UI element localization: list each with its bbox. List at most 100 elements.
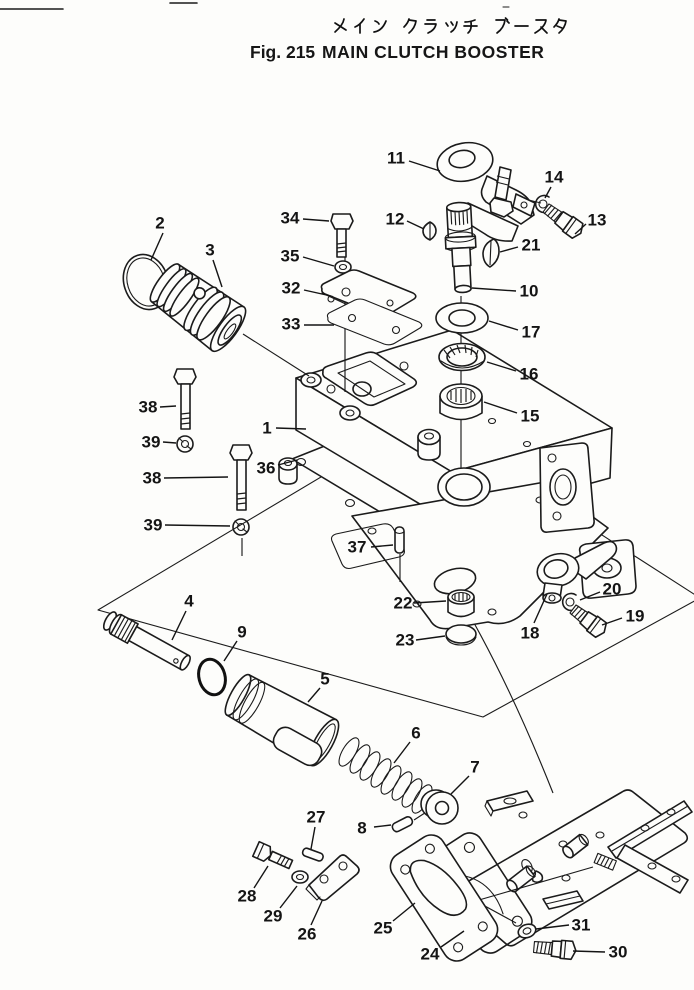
callout-label-22-22: 22 xyxy=(394,594,413,613)
callout-leader-34-2 xyxy=(302,218,330,222)
callout-label-10-11: 10 xyxy=(520,282,539,301)
clamp-lever-18 xyxy=(536,540,618,604)
callout-label-17-12: 17 xyxy=(522,323,541,342)
callout-label-37-21: 37 xyxy=(348,538,367,557)
callout-label-16-13: 16 xyxy=(520,365,539,384)
callout-leader-13-9 xyxy=(574,223,587,235)
callout-leader-36-16 xyxy=(277,459,298,466)
callout-leader-26-36 xyxy=(310,900,323,926)
callout-leader-30-40 xyxy=(572,950,606,953)
callout-leader-11-6 xyxy=(408,160,441,172)
bracket-tab-left xyxy=(484,790,534,817)
gasket-33 xyxy=(326,298,423,346)
callout-label-39-18: 39 xyxy=(142,433,161,452)
o-ring-9 xyxy=(197,657,227,697)
callout-leader-38-19 xyxy=(163,476,229,479)
callout-label-24-38: 24 xyxy=(421,945,440,964)
callout-leader-29-35 xyxy=(279,885,298,909)
callout-leader-5-29 xyxy=(307,687,321,703)
callout-label-19-26: 19 xyxy=(626,607,645,626)
callout-leader-12-7 xyxy=(406,220,425,230)
pin-37 xyxy=(394,526,405,554)
callout-label-33-5: 33 xyxy=(282,315,301,334)
callout-label-11-6: 11 xyxy=(387,149,405,168)
lock-washer-39-upper xyxy=(176,435,194,453)
bracket-26 xyxy=(305,854,360,902)
piston-3 xyxy=(149,263,247,353)
figure-title-english: MAIN CLUTCH BOOSTER xyxy=(322,42,544,62)
callout-label-9-28: 9 xyxy=(237,623,246,642)
bolt-34 xyxy=(330,213,354,258)
plug-12 xyxy=(422,221,437,241)
callout-label-21-10: 21 xyxy=(522,236,541,255)
callout-leader-28-34 xyxy=(253,865,269,889)
callout-leader-25-37 xyxy=(392,902,416,922)
callout-leader-10-11 xyxy=(471,287,517,292)
lock-washer-39-lower xyxy=(232,518,250,536)
bolt-19 xyxy=(569,604,608,639)
pin-27 xyxy=(301,847,324,862)
figure-number: Fig. 215 xyxy=(250,42,315,62)
callout-leader-23-23 xyxy=(415,635,446,641)
callout-leader-19-26 xyxy=(601,617,623,626)
callout-label-26-36: 26 xyxy=(298,925,317,944)
callout-label-27-33: 27 xyxy=(307,808,326,827)
callout-leader-16-13 xyxy=(486,361,517,372)
callout-label-15-14: 15 xyxy=(521,407,540,426)
washer-35 xyxy=(334,260,352,274)
callout-label-7-31: 7 xyxy=(470,758,479,777)
callout-leader-27-33 xyxy=(310,826,316,850)
bracket-bar-lower xyxy=(616,844,689,894)
callout-leader-24-38 xyxy=(440,930,465,948)
callout-leader-2-0 xyxy=(150,232,164,261)
callout-leader-3-1 xyxy=(212,259,223,288)
callout-label-18-24: 18 xyxy=(521,624,540,643)
callout-label-28-34: 28 xyxy=(238,887,257,906)
callout-leader-6-30 xyxy=(393,741,411,764)
gasket-25 xyxy=(389,834,499,962)
callout-leader-7-31 xyxy=(450,775,470,795)
callout-label-1-15: 1 xyxy=(262,419,271,438)
callout-label-36-16: 36 xyxy=(257,459,276,478)
plug-23 xyxy=(445,624,477,646)
valve-stem-10 xyxy=(444,201,477,294)
callout-leader-15-14 xyxy=(483,401,518,414)
bolt-13 xyxy=(542,203,584,240)
figure-title-block: メイン クラッチ ブースタ Fig. 215 MAIN CLUTCH BOOST… xyxy=(250,17,567,62)
bracket-bar-upper xyxy=(607,800,693,859)
washer-17 xyxy=(435,302,489,334)
callout-label-14-8: 14 xyxy=(545,168,564,187)
callout-leader-31-39 xyxy=(535,924,570,930)
callout-label-3-1: 3 xyxy=(205,241,214,260)
callout-label-6-30: 6 xyxy=(411,724,420,743)
callout-leader-32-4 xyxy=(303,289,332,297)
callout-leader-22-22 xyxy=(413,600,447,604)
callout-leader-4-27 xyxy=(171,610,187,641)
callout-leader-21-10 xyxy=(499,246,519,253)
piston-sleeve-5 xyxy=(224,673,340,767)
callout-leader-39-20 xyxy=(164,524,231,527)
callout-label-32-4: 32 xyxy=(282,279,301,298)
title-japanese-glyphs xyxy=(334,17,567,34)
callout-label-5-29: 5 xyxy=(320,670,329,689)
callout-label-20-25: 20 xyxy=(603,580,622,599)
bushing-22 xyxy=(447,589,475,618)
callout-leader-39-18 xyxy=(162,441,177,444)
callout-leader-9-28 xyxy=(223,640,238,662)
callout-leader-20-25 xyxy=(579,591,601,601)
callout-label-38-17: 38 xyxy=(139,398,158,417)
bolt-38-upper xyxy=(173,368,197,430)
callout-label-38-19: 38 xyxy=(143,469,162,488)
pin-8 xyxy=(391,816,414,833)
plate-pin-rear xyxy=(562,833,589,859)
callout-label-30-40: 30 xyxy=(609,943,628,962)
bolt-28 xyxy=(251,840,294,870)
callout-leader-14-8 xyxy=(544,186,552,199)
callout-leader-37-21 xyxy=(370,544,394,548)
callout-label-2-0: 2 xyxy=(155,214,164,233)
callout-leader-18-24 xyxy=(533,593,548,624)
callout-label-12-7: 12 xyxy=(386,210,405,229)
callout-label-31-39: 31 xyxy=(572,916,591,935)
